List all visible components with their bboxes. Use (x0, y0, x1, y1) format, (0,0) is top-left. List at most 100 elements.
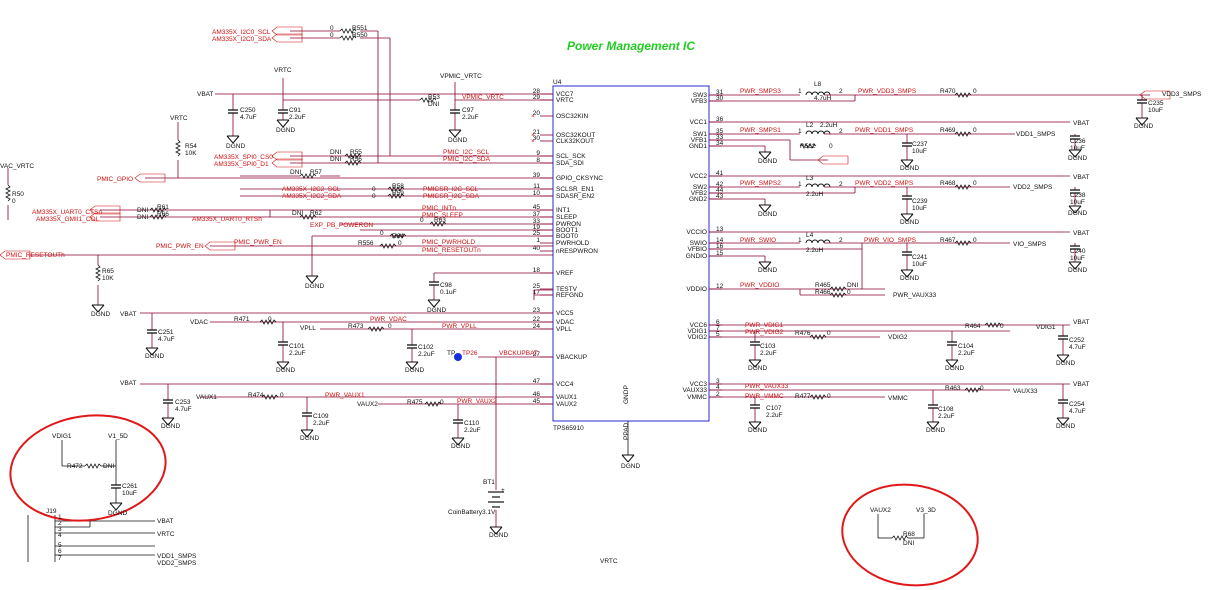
chip-refdes: U4 (553, 79, 562, 86)
chip-left-pin-name: TESTV (556, 286, 578, 293)
l3-pin2: 2 (839, 181, 843, 188)
bt1-plus: + (501, 487, 505, 494)
chip-right-pin-num: 35 (716, 128, 724, 135)
net-i2c0-scl: AM335X_I2C0_SCL (212, 29, 271, 36)
r550-value: 0 (330, 32, 334, 39)
chip-right-pin-num: 7 (716, 325, 720, 332)
j19-pin-num: 2 (58, 520, 62, 527)
r54-ref: R54 (185, 143, 197, 150)
chip-left-pin-name: OSC32KOUT (556, 132, 595, 139)
gnd-c110: DGND (451, 443, 470, 450)
net-pwr-vdig2: PWR_VDIG2 (745, 329, 784, 336)
c237-ref: C237 (912, 141, 928, 148)
chip-left-pin-num: 39 (533, 172, 541, 179)
net-pwr-vaux33: PWR_VAUX33 (893, 292, 937, 299)
test-point-dot[interactable] (454, 353, 462, 361)
net-pwr-vdig1: PWR_VDIG1 (745, 322, 784, 329)
net-vdig1: VDIG1 (1036, 324, 1056, 331)
chip-left-pin-name: OSC32KIN (556, 113, 588, 120)
net-vpmic-vrtc: VPMIC_VRTC (440, 73, 482, 80)
c102-ref: C102 (418, 344, 434, 351)
r57-ref: R57 (310, 169, 322, 176)
left-wires (7, 30, 553, 527)
r476-value: 0 (827, 330, 831, 337)
net-pwr-smps1: PWR_SMPS1 (740, 127, 781, 134)
r66-dni: DNI (137, 214, 148, 221)
chip-left-pin-name: SDA_SDI (556, 160, 584, 167)
chip-right-pin-name: VCC3 (690, 381, 708, 388)
r475-ref: R475 (407, 399, 423, 406)
gnd-c254: DGND (1056, 423, 1075, 430)
chip-right-pin-name: SW1 (693, 131, 707, 138)
net-vbat-1: VBAT (197, 91, 214, 98)
c252-value: 4.7uF (1069, 344, 1086, 351)
r556-value: 0 (398, 240, 402, 247)
chip-right-pin-num: 15 (716, 250, 724, 257)
net-vbckupbat: VBCKUPBAT (499, 350, 538, 357)
chip-left-pin-num: 27 (533, 351, 541, 358)
schematic-labels: AM335X_I2C0_SCLAM335X_I2C0_SDA00R551R550… (0, 25, 1202, 567)
net-pmic-pwr-en-2: PMIC_PWR_EN (234, 239, 282, 246)
r68-dni: DNI (903, 540, 914, 547)
net-vdd3-smps: VDD3_SMPS (1162, 91, 1202, 98)
chip-pin-gndp: GNDP (623, 385, 630, 404)
gnd-c241: DGND (900, 275, 919, 282)
c103-value: 2.2uF (760, 350, 777, 357)
chip-left-pin-num: 37 (533, 211, 541, 218)
chip-right-pin-name: GND2 (689, 196, 707, 203)
chip-right-pin-name: VDIG2 (687, 334, 707, 341)
r477-value: 0 (827, 393, 831, 400)
c108-ref: C108 (938, 406, 954, 413)
r59-ref: R59 (392, 190, 404, 197)
chip-left-pin-name: GPIO_CKSYNC (556, 175, 603, 182)
connector-j19 (27, 515, 155, 562)
net-vac-vrtc: VAC_VRTC (0, 163, 34, 170)
r68-ref: R68 (903, 531, 915, 538)
chip-left-pin-num: 47 (533, 378, 541, 385)
r58-value: 0 (372, 186, 376, 193)
gnd-c238: DGND (1068, 210, 1087, 217)
net-vrtc-1: VRTC (274, 67, 292, 74)
gnd-c251: DGND (145, 353, 164, 360)
chip-right-pin-num: 12 (716, 283, 724, 290)
r469-ref: R469 (940, 127, 956, 134)
chip-right-pin-name: VFB2 (691, 190, 708, 197)
chip-right-pin-name: VDDIO (686, 286, 707, 293)
r65-value: 10K (102, 275, 114, 282)
net-pwr-vdd1: PWR_VDD1_SMPS (855, 127, 914, 134)
net-vdd2-j19: VDD2_SMPS (157, 560, 197, 567)
r470-value: 0 (973, 88, 977, 95)
net-vdig2: VDIG2 (888, 334, 908, 341)
chip-right-pin-num: 16 (716, 243, 724, 250)
net-vbat-2: VBAT (120, 311, 137, 318)
c238-value: 10uF (1070, 199, 1085, 206)
chip-right-pin-name: VCCIO (686, 229, 707, 236)
r556-ref: R556 (358, 240, 374, 247)
chip-right-pin-name: VMMC (687, 394, 707, 401)
c98-ref: C98 (440, 282, 452, 289)
chip-left-pin-name: VBACKUP (556, 354, 587, 361)
net-vio-smps: VIO_SMPS (1013, 241, 1047, 248)
c101-ref: C101 (289, 343, 305, 350)
chip-right-pin-num: 5 (716, 331, 720, 338)
chip-right-pin-name: VFB3 (691, 98, 708, 105)
gnd-c109: DGND (300, 435, 319, 442)
net-vrtc-2: VRTC (170, 115, 188, 122)
r475-value: 0 (440, 399, 444, 406)
c251-value: 4.7uF (158, 336, 175, 343)
c236-value: 10uF (1070, 145, 1085, 152)
c251-ref: C251 (158, 329, 174, 336)
c240-value: 10uF (1070, 255, 1085, 262)
l8-value: 4.7uH (814, 95, 832, 102)
chip-left-pin-name: SCLSR_EN1 (556, 186, 594, 193)
chip-left-pin-num: 45 (533, 204, 541, 211)
r66-ref: R66 (157, 211, 169, 218)
net-pmic-resetoutn: PMIC_RESETOUTn (422, 247, 481, 254)
net-vpll: VPLL (300, 325, 316, 332)
r62-dni: DNI (292, 210, 303, 217)
gnd-c239: DGND (900, 219, 919, 226)
net-pwr-vio: PWR_VIO_SMPS (864, 237, 917, 244)
net-vaux2-circled: VAUX2 (870, 507, 891, 514)
